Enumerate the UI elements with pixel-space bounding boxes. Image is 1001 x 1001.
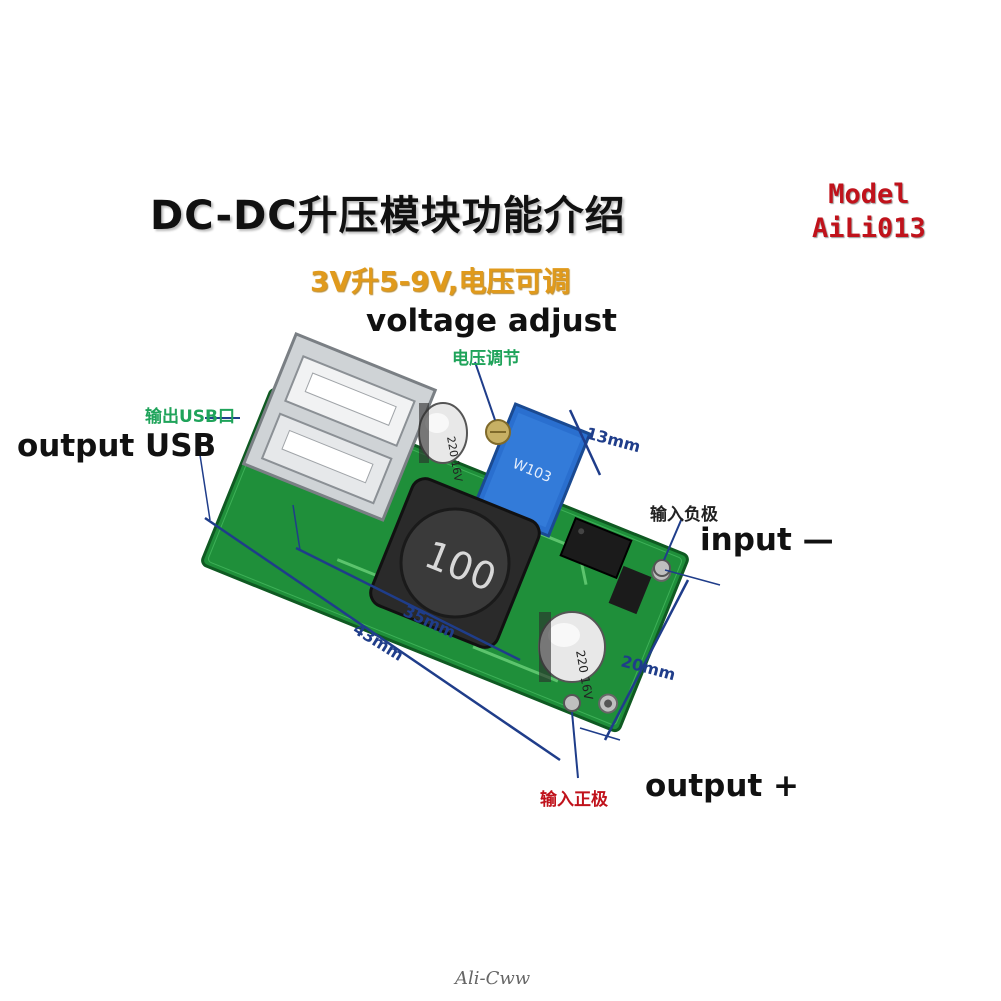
input-negative-label: input —: [700, 522, 834, 558]
model-label: Model: [828, 179, 910, 210]
model-badge: Model AiLi013: [812, 178, 926, 246]
dimension-line-35mm: [295, 546, 521, 662]
usb-port: [241, 332, 438, 522]
dimension-13mm-label: 13mm: [584, 424, 643, 457]
output-usb-cn-label: 输出USB口: [145, 407, 236, 427]
ic-chip: [559, 516, 633, 580]
voltage-adjust-cn-label: 电压调节: [452, 349, 520, 369]
dimension-line-13mm: [568, 409, 602, 476]
dimension-line-20mm: [603, 579, 690, 741]
input-positive-cn-label: 输入正极: [540, 790, 608, 810]
leader-lines: [205, 361, 683, 779]
diode: [608, 565, 652, 615]
input-negative-pad: [653, 559, 671, 577]
page-title: DC-DC升压模块功能介绍: [150, 193, 626, 239]
model-number: AiLi013: [812, 213, 926, 244]
watermark: Ali-Cww: [455, 968, 531, 989]
dimension-lines: [199, 409, 721, 762]
dimension-line-43mm: [204, 516, 561, 762]
voltage-range-subtitle: 3V升5-9V,电压可调: [310, 265, 571, 298]
output-usb-label: output USB: [17, 428, 217, 464]
voltage-adjust-label: voltage adjust: [366, 303, 617, 339]
input-negative-cn-label: 输入负极: [650, 505, 718, 525]
input-positive-pad: [563, 694, 581, 712]
output-positive-label: output +: [645, 768, 800, 804]
capacitor-top: 220 16V: [418, 402, 468, 483]
